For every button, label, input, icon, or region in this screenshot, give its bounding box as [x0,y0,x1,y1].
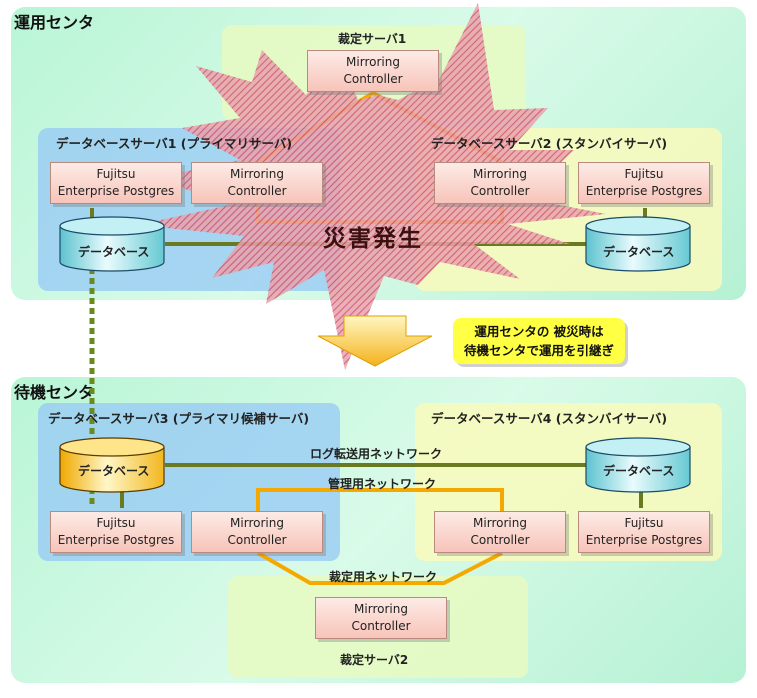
operation-center-title: 運用センタ [14,13,95,32]
mc-line-1: Mirroring [354,602,408,616]
mc-line-1: Mirroring [230,167,284,181]
mc-line-2: Controller [227,533,287,547]
mc-line-1: Mirroring [473,167,527,181]
db-server-3-mirroring-controller: Mirroring Controller [191,511,323,553]
db-server-2-title: データベースサーバ2 (スタンバイサーバ) [431,136,668,151]
fep-line-2: Enterprise Postgres [585,184,703,198]
db-server-1-fep: Fujitsu Enterprise Postgres [50,162,182,204]
mc-line-2: Controller [351,619,411,633]
db-server-3-fep: Fujitsu Enterprise Postgres [50,511,182,553]
fep-line-1: Fujitsu [96,516,136,530]
fep-line-2: Enterprise Postgres [585,533,703,547]
mc-line-2: Controller [227,184,287,198]
arbitration-server-1-mirroring-controller: Mirroring Controller [307,50,439,92]
disaster-explosion [138,3,606,370]
transition-note-line-1: 運用センタの 被災時は [474,324,604,339]
mc-line-1: Mirroring [230,516,284,530]
database-4-cylinder [585,437,691,493]
standby-center-title: 待機センタ [14,383,95,402]
arbitration-server-2-mirroring-controller: Mirroring Controller [315,597,447,639]
db-server-4-mirroring-controller: Mirroring Controller [434,511,566,553]
admin-network-label: 管理用ネットワーク [328,477,437,491]
arbitration-network-standby [257,551,503,585]
database-1-cylinder [59,216,165,272]
mc-line-1: Mirroring [473,516,527,530]
database-2-label: データベース [603,245,675,259]
db-server-4-fep: Fujitsu Enterprise Postgres [578,511,710,553]
database-4-label: データベース [603,464,675,478]
database-3-cylinder [59,437,165,493]
mc-line-2: Controller [470,184,530,198]
database-2-cylinder [585,216,691,272]
db-server-1-title: データベースサーバ1 (プライマリサーバ) [56,136,293,151]
transition-arrow [317,315,433,367]
admin-network-standby [256,488,504,511]
db-server-4-title: データベースサーバ4 (スタンバイサーバ) [431,411,668,426]
database-1-label: データベース [78,245,150,259]
transition-note: 運用センタの 被災時は 待機センタで運用を引継ぎ [453,318,625,364]
fep-line-2: Enterprise Postgres [57,533,175,547]
mc-line-2: Controller [343,72,403,86]
arbitration-network-label: 裁定用ネットワーク [329,570,438,584]
db-server-1-mirroring-controller: Mirroring Controller [191,162,323,204]
database-3-label: データベース [78,464,150,478]
transition-note-line-2: 待機センタで運用を引継ぎ [463,343,614,358]
fep-line-2: Enterprise Postgres [57,184,175,198]
db-server-2-fep: Fujitsu Enterprise Postgres [578,162,710,204]
db-server-2-mirroring-controller: Mirroring Controller [434,162,566,204]
mc-line-1: Mirroring [346,55,400,69]
fep-line-1: Fujitsu [96,167,136,181]
fep-line-1: Fujitsu [624,167,664,181]
arbitration-server-2-title: 裁定サーバ2 [340,653,409,667]
fep-line-1: Fujitsu [624,516,664,530]
disaster-label: 災害発生 [323,226,423,252]
arbitration-server-1-title: 裁定サーバ1 [338,32,407,46]
log-transfer-network-label: ログ転送用ネットワーク [310,447,443,461]
db-server-3-title: データベースサーバ3 (プライマリ候補サーバ) [48,411,310,426]
mc-line-2: Controller [470,533,530,547]
